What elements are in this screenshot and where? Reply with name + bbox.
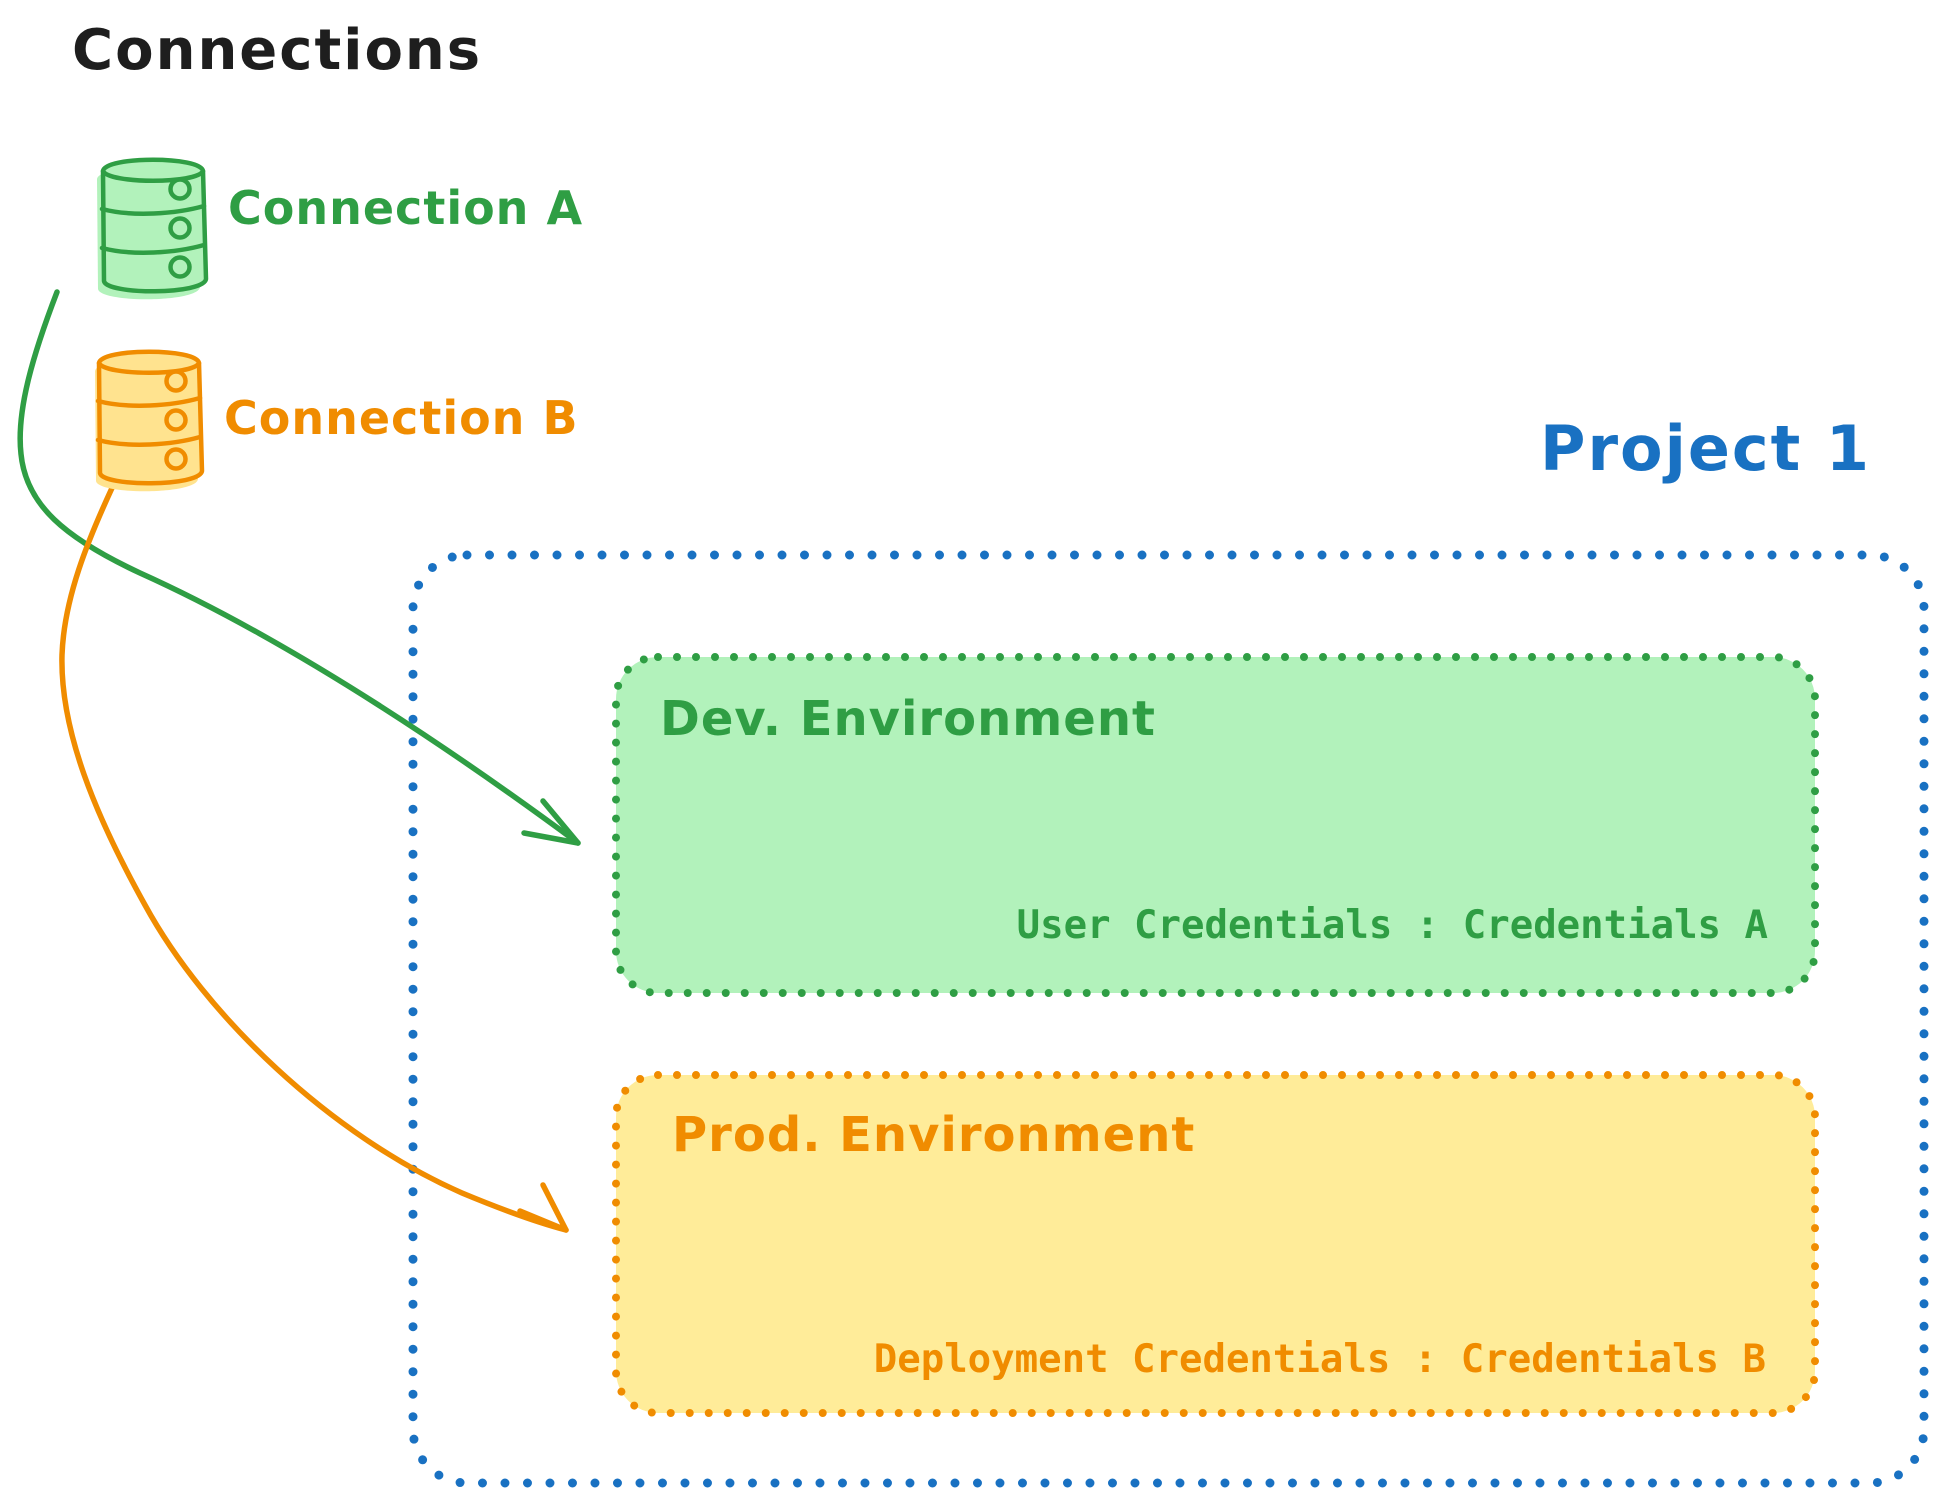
connection-a-arrow — [17, 289, 581, 846]
page-title: Connections — [72, 18, 483, 83]
project-1-box — [408, 550, 1929, 1488]
prod-environment-credentials: Deployment Credentials : Credentials B — [873, 1337, 1766, 1382]
connection-b-label: Connection B — [224, 391, 579, 445]
connection-b-arrow — [59, 485, 569, 1233]
project-title: Project 1 — [1540, 412, 1872, 485]
dev-environment-credentials: User Credentials : Credentials A — [1016, 903, 1768, 948]
database-icon-connection-b — [95, 349, 205, 492]
dev-environment-title: Dev. Environment — [660, 691, 1156, 747]
database-icon-connection-a — [97, 157, 209, 300]
connection-a-label: Connection A — [228, 181, 584, 235]
dev-environment-box — [612, 653, 1819, 997]
prod-environment-title: Prod. Environment — [672, 1107, 1196, 1163]
prod-environment-box — [612, 1071, 1819, 1417]
